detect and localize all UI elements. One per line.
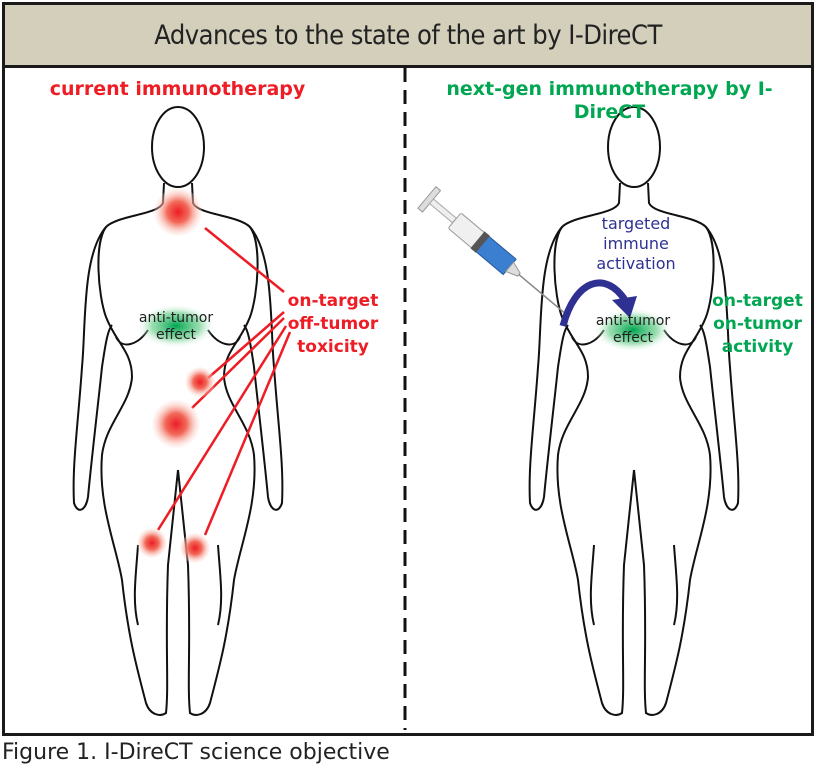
label-line: immune: [603, 234, 669, 253]
page-title: Advances to the state of the art by I-Di…: [154, 19, 662, 51]
arrow-head-icon: [612, 296, 637, 318]
toxicity-spot: [185, 367, 215, 397]
left-tumor-label: anti-tumor effect: [130, 310, 222, 344]
left-panel-heading: current immunotherapy: [49, 78, 306, 100]
title-bar: Advances to the state of the art by I-Di…: [5, 5, 811, 68]
activation-label: targeted immune activation: [580, 214, 692, 274]
toxicity-lines: [156, 227, 292, 536]
right-tumor-label: anti-tumor effect: [587, 313, 679, 347]
right-panel-heading: next-gen immunotherapy by I-DireCT: [446, 78, 773, 123]
figure-caption: Figure 1. I-DireCT science objective: [2, 740, 390, 765]
left-tumor-blob: [136, 304, 216, 348]
toxicity-spot: [152, 400, 200, 448]
toxicity-spot: [137, 528, 167, 558]
label-line: activity: [721, 337, 794, 357]
label-line: on-target: [287, 291, 379, 311]
label-line: toxicity: [297, 337, 369, 357]
syringe-icon: [417, 185, 566, 314]
label-line: targeted: [601, 214, 671, 233]
label-line: anti-tumor: [595, 313, 671, 329]
label-line: on-tumor: [713, 314, 802, 334]
label-line: effect: [155, 327, 197, 343]
toxicity-spot: [154, 188, 202, 236]
toxicity-label: on-target off-tumor toxicity: [278, 290, 388, 359]
right-body-silhouette: [530, 107, 739, 715]
label-line: off-tumor: [287, 314, 379, 334]
activity-label: on-target on-tumor activity: [705, 290, 810, 359]
label-line: anti-tumor: [138, 310, 214, 326]
right-tumor-blob: [593, 308, 673, 352]
figure-frame: Advances to the state of the art by I-Di…: [2, 2, 814, 736]
toxicity-spot: [180, 533, 210, 563]
label-line: on-target: [712, 291, 803, 311]
label-line: effect: [612, 330, 654, 346]
label-line: activation: [596, 254, 676, 273]
activation-arrow: [559, 279, 628, 327]
